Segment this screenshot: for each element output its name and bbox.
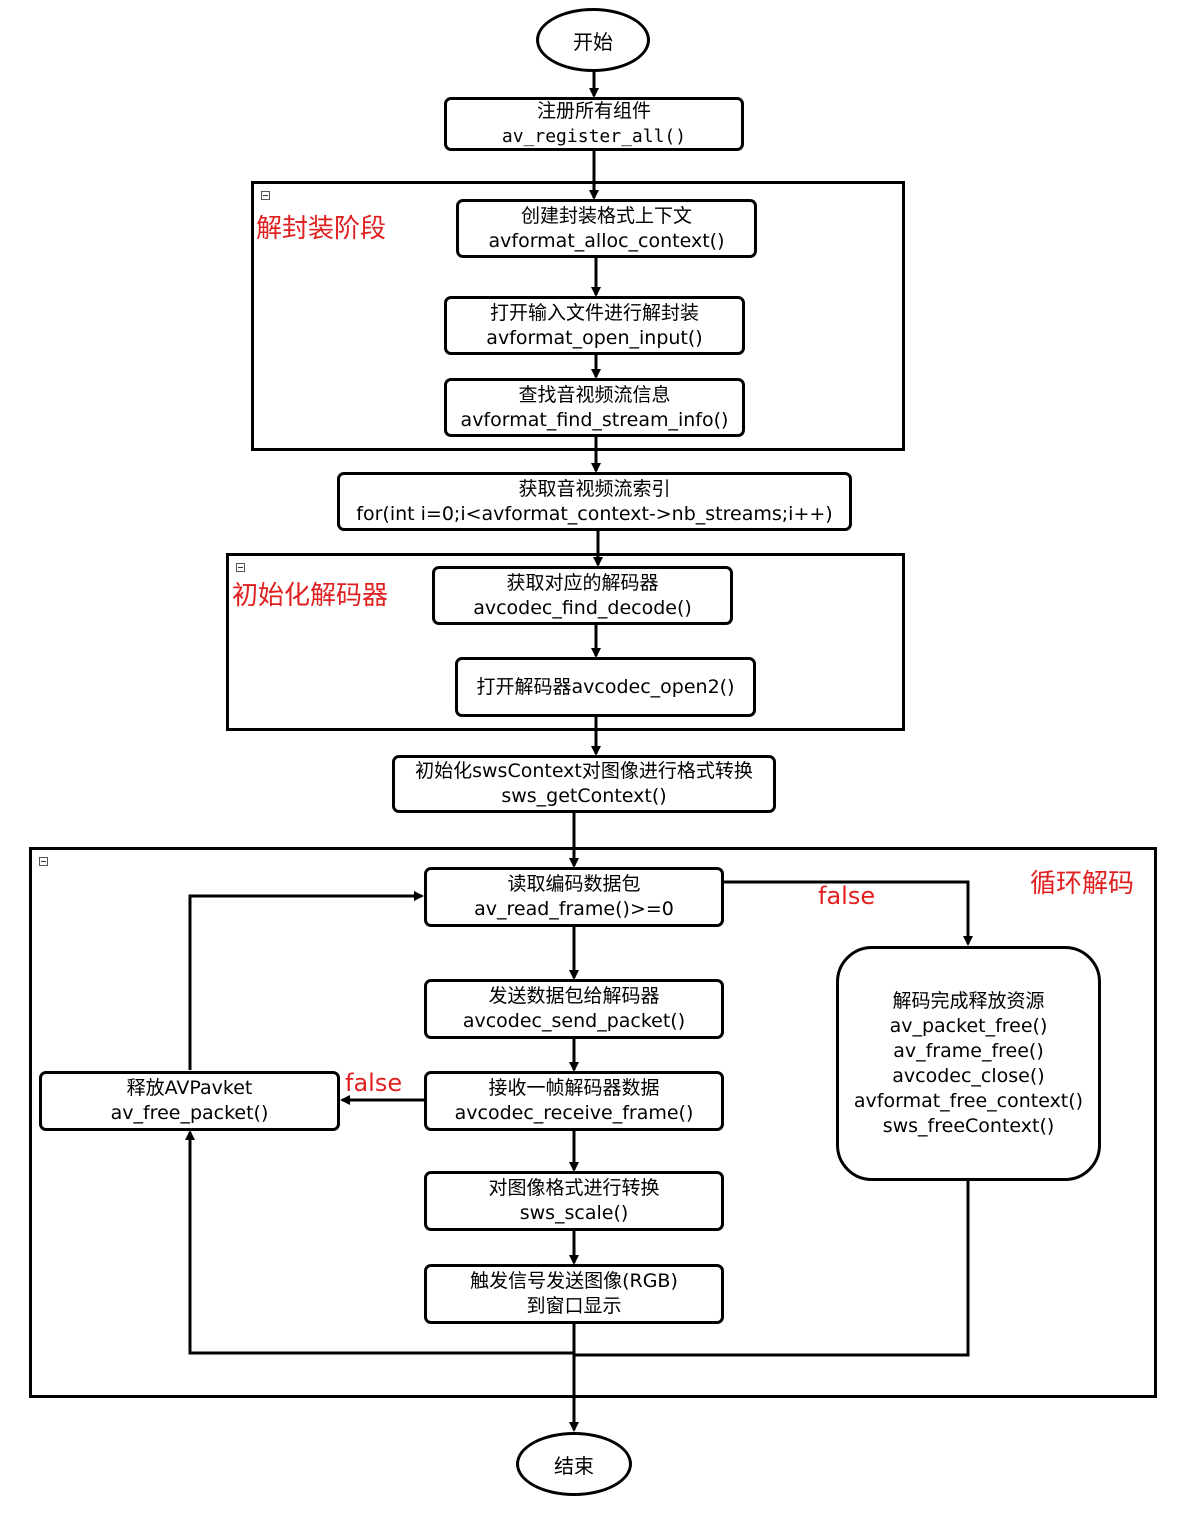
collapse-icon[interactable]: [39, 857, 48, 866]
release-line: av_frame_free(): [893, 1039, 1044, 1062]
release-line: avcodec_close(): [892, 1064, 1045, 1087]
node-stream-index[interactable]: 获取音视频流索引 for(int i=0;i<avformat_context-…: [337, 472, 852, 531]
node-emit-signal[interactable]: 触发信号发送图像(RGB) 到窗口显示: [424, 1264, 724, 1324]
node-title: 创建封装格式上下文: [520, 204, 692, 227]
node-code: sws_getContext(): [501, 785, 667, 807]
node-title: 释放AVPavket: [126, 1077, 253, 1099]
node-code: avformat_find_stream_info(): [460, 408, 729, 431]
node-code: avcodec_find_decode(): [473, 596, 692, 619]
edge-label-receive-false: false: [345, 1069, 403, 1097]
node-code: avcodec_send_packet(): [462, 1010, 686, 1032]
node-code: for(int i=0;i<avformat_context->nb_strea…: [356, 502, 833, 525]
node-alloc-context[interactable]: 创建封装格式上下文 avformat_alloc_context(): [456, 199, 757, 258]
node-open-decoder[interactable]: 打开解码器avcodec_open2(): [455, 657, 756, 717]
node-code: av_register_all(): [501, 126, 687, 147]
node-code: sws_scale(): [519, 1202, 629, 1224]
start-node[interactable]: 开始: [536, 8, 650, 72]
collapse-icon[interactable]: [261, 191, 270, 200]
node-receive-frame[interactable]: 接收一帧解码器数据 avcodec_receive_frame(): [424, 1071, 724, 1131]
node-title: 解码完成释放资源: [892, 989, 1045, 1012]
group-label-demux: 解封装阶段: [256, 214, 387, 244]
end-label: 结束: [554, 1453, 594, 1478]
edge-emit-free: [185, 1130, 574, 1355]
edge-label-read-false: false: [818, 882, 876, 910]
node-find-decoder[interactable]: 获取对应的解码器 avcodec_find_decode(): [432, 566, 733, 625]
node-code: av_read_frame()>=0: [474, 898, 674, 920]
node-title: 读取编码数据包: [507, 873, 641, 895]
group-init-decoder: [226, 553, 905, 731]
edge-read-false-release: [724, 880, 973, 946]
group-loop: [29, 847, 1157, 1398]
collapse-icon[interactable]: [236, 563, 245, 572]
release-line: sws_freeContext(): [882, 1114, 1055, 1137]
start-label: 开始: [573, 29, 613, 54]
node-title: 查找音视频流信息: [518, 383, 671, 406]
node-title: 触发信号发送图像(RGB): [470, 1270, 678, 1292]
end-node[interactable]: 结束: [516, 1432, 632, 1496]
node-title: 初始化swsContext对图像进行格式转换: [415, 760, 753, 782]
node-sws-context[interactable]: 初始化swsContext对图像进行格式转换 sws_getContext(): [392, 755, 776, 813]
node-open-input[interactable]: 打开输入文件进行解封装 avformat_open_input(): [444, 296, 745, 355]
node-title: 打开输入文件进行解封装: [489, 301, 699, 324]
node-free-packet[interactable]: 释放AVPavket av_free_packet(): [39, 1071, 340, 1131]
node-title: 发送数据包给解码器: [488, 985, 660, 1007]
node-sws-scale[interactable]: 对图像格式进行转换 sws_scale(): [424, 1171, 724, 1231]
group-label-loop: 循环解码: [1030, 869, 1135, 899]
node-code: av_free_packet(): [110, 1102, 269, 1124]
node-send-packet[interactable]: 发送数据包给解码器 avcodec_send_packet(): [424, 979, 724, 1039]
node-title: 获取音视频流索引: [518, 477, 671, 500]
node-read-frame[interactable]: 读取编码数据包 av_read_frame()>=0: [424, 867, 724, 927]
node-register[interactable]: 注册所有组件 av_register_all(): [444, 97, 744, 151]
edge-release-end: [574, 1180, 970, 1357]
release-line: avformat_free_context(): [853, 1089, 1084, 1112]
node-title: 接收一帧解码器数据: [488, 1077, 660, 1099]
node-code: avformat_open_input(): [486, 326, 703, 349]
node-code: avcodec_receive_frame(): [454, 1102, 694, 1124]
node-code: avformat_alloc_context(): [488, 229, 725, 252]
group-label-init-decoder: 初始化解码器: [232, 581, 389, 611]
node-title: 获取对应的解码器: [506, 571, 659, 594]
node-title: 打开解码器avcodec_open2(): [476, 675, 735, 698]
node-title: 注册所有组件: [536, 100, 651, 122]
node-release-resources[interactable]: 解码完成释放资源 av_packet_free() av_frame_free(…: [836, 946, 1101, 1181]
edge-free-read: [188, 891, 424, 1070]
group-demux: [251, 181, 905, 451]
node-find-stream-info[interactable]: 查找音视频流信息 avformat_find_stream_info(): [444, 378, 745, 437]
node-code: 到窗口显示: [526, 1295, 622, 1317]
node-title: 对图像格式进行转换: [488, 1177, 660, 1199]
release-line: av_packet_free(): [889, 1014, 1048, 1037]
